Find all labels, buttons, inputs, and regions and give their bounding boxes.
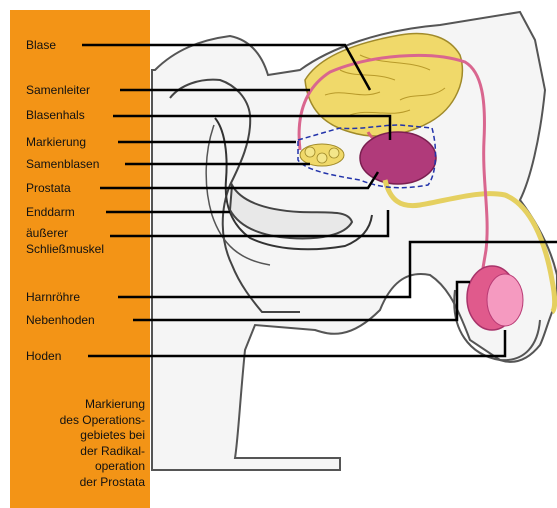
label-prostata: Prostata bbox=[26, 181, 71, 195]
label-hoden: Hoden bbox=[26, 349, 61, 363]
operation-note: Markierung des Operations- gebietes bei … bbox=[14, 397, 145, 490]
note-line: operation bbox=[14, 459, 145, 475]
label-nebenhoden: Nebenhoden bbox=[26, 313, 95, 327]
label-schliessmuskel-1: äußerer bbox=[26, 226, 68, 240]
label-harnroehre: Harnröhre bbox=[26, 290, 80, 304]
testis bbox=[487, 274, 523, 326]
note-line: gebietes bei bbox=[14, 428, 145, 444]
label-schliessmuskel-2: Schließmuskel bbox=[26, 242, 104, 256]
note-line: der Prostata bbox=[14, 475, 145, 491]
label-samenleiter: Samenleiter bbox=[26, 83, 90, 97]
leader-hoden bbox=[88, 330, 505, 356]
label-samenblasen: Samenblasen bbox=[26, 157, 99, 171]
note-line: der Radikal- bbox=[14, 444, 145, 460]
label-blase: Blase bbox=[26, 38, 56, 52]
label-markierung: Markierung bbox=[26, 135, 86, 149]
note-line: des Operations- bbox=[14, 413, 145, 429]
note-line: Markierung bbox=[14, 397, 145, 413]
label-blasenhals: Blasenhals bbox=[26, 108, 85, 122]
label-enddarm: Enddarm bbox=[26, 205, 75, 219]
prostate bbox=[360, 132, 436, 184]
